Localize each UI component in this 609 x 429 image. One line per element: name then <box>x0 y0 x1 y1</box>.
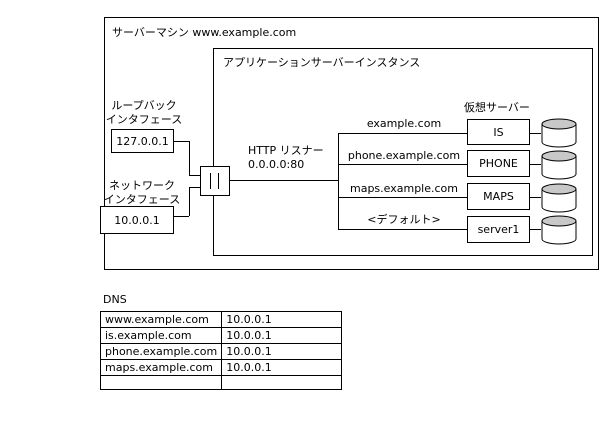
listener-address: 0.0.0.0:80 <box>248 158 305 171</box>
route-line-default <box>338 229 467 230</box>
route-line-maps <box>338 197 467 198</box>
disk-connector <box>530 164 541 165</box>
route-line-is <box>338 133 467 134</box>
loopback-label-line1: ループバック <box>111 99 177 112</box>
dns-host-cell: is.example.com <box>99 327 223 344</box>
network-connector-to-port <box>189 187 200 188</box>
listener-port-box <box>200 166 230 196</box>
route-host-label: <デフォルト> <box>367 213 441 226</box>
app-instance-title: アプリケーションサーバーインスタンス <box>223 56 421 69</box>
disk-connector <box>530 229 541 230</box>
dns-title: DNS <box>103 293 127 306</box>
virtual-server-maps: MAPS <box>467 183 530 210</box>
network-address: 10.0.0.1 <box>114 213 160 227</box>
database-icon <box>541 118 577 148</box>
disk-connector <box>530 197 541 198</box>
loopback-connector-vertical <box>189 141 190 175</box>
route-line-phone <box>338 164 467 165</box>
virtual-server-label: IS <box>493 125 504 139</box>
virtual-server-phone: PHONE <box>467 150 530 177</box>
network-connector-vertical <box>189 187 190 216</box>
table-row: phone.example.com 10.0.0.1 <box>99 343 343 360</box>
dns-ip-cell <box>221 375 343 390</box>
loopback-label-line2: インタフェース <box>105 113 183 126</box>
loopback-address: 127.0.0.1 <box>116 134 169 148</box>
listener-line <box>230 180 338 181</box>
loopback-connector-to-port <box>189 175 200 176</box>
database-icon <box>541 183 577 213</box>
table-row <box>99 375 343 390</box>
virtual-server-server1: server1 <box>467 216 530 243</box>
dns-host-cell: www.example.com <box>99 311 223 328</box>
loopback-connector <box>174 141 189 142</box>
route-host-label: maps.example.com <box>349 182 458 195</box>
virtual-servers-title: 仮想サーバー <box>464 101 530 114</box>
table-row: maps.example.com 10.0.0.1 <box>99 359 343 376</box>
virtual-server-label: PHONE <box>479 157 518 170</box>
dns-ip-cell: 10.0.0.1 <box>221 327 343 344</box>
route-host-label: phone.example.com <box>347 149 461 162</box>
virtual-server-label: server1 <box>477 223 520 236</box>
network-label-line2: インタフェース <box>103 193 181 206</box>
dns-host-cell <box>99 375 223 390</box>
table-row: is.example.com 10.0.0.1 <box>99 327 343 344</box>
server-machine-title: サーバーマシン www.example.com <box>112 26 297 39</box>
listener-port-bar-right <box>218 173 219 189</box>
routing-bus <box>338 133 339 229</box>
virtual-server-is: IS <box>467 119 530 145</box>
dns-table: www.example.com 10.0.0.1 is.example.com … <box>99 311 343 390</box>
network-connector <box>174 216 189 217</box>
route-host-label: example.com <box>366 117 442 130</box>
dns-ip-cell: 10.0.0.1 <box>221 343 343 360</box>
dns-host-cell: maps.example.com <box>99 359 223 376</box>
disk-connector <box>530 133 541 134</box>
listener-port-bar-left <box>210 173 211 189</box>
dns-ip-cell: 10.0.0.1 <box>221 359 343 376</box>
table-row: www.example.com 10.0.0.1 <box>99 311 343 328</box>
dns-host-cell: phone.example.com <box>99 343 223 360</box>
network-label-line1: ネットワーク <box>109 179 175 192</box>
database-icon <box>541 215 577 245</box>
virtual-server-label: MAPS <box>483 190 514 203</box>
database-icon <box>541 150 577 180</box>
loopback-interface-box: 127.0.0.1 <box>111 129 174 153</box>
dns-ip-cell: 10.0.0.1 <box>221 311 343 328</box>
network-interface-box: 10.0.0.1 <box>100 206 174 234</box>
listener-label: HTTP リスナー <box>248 144 324 157</box>
